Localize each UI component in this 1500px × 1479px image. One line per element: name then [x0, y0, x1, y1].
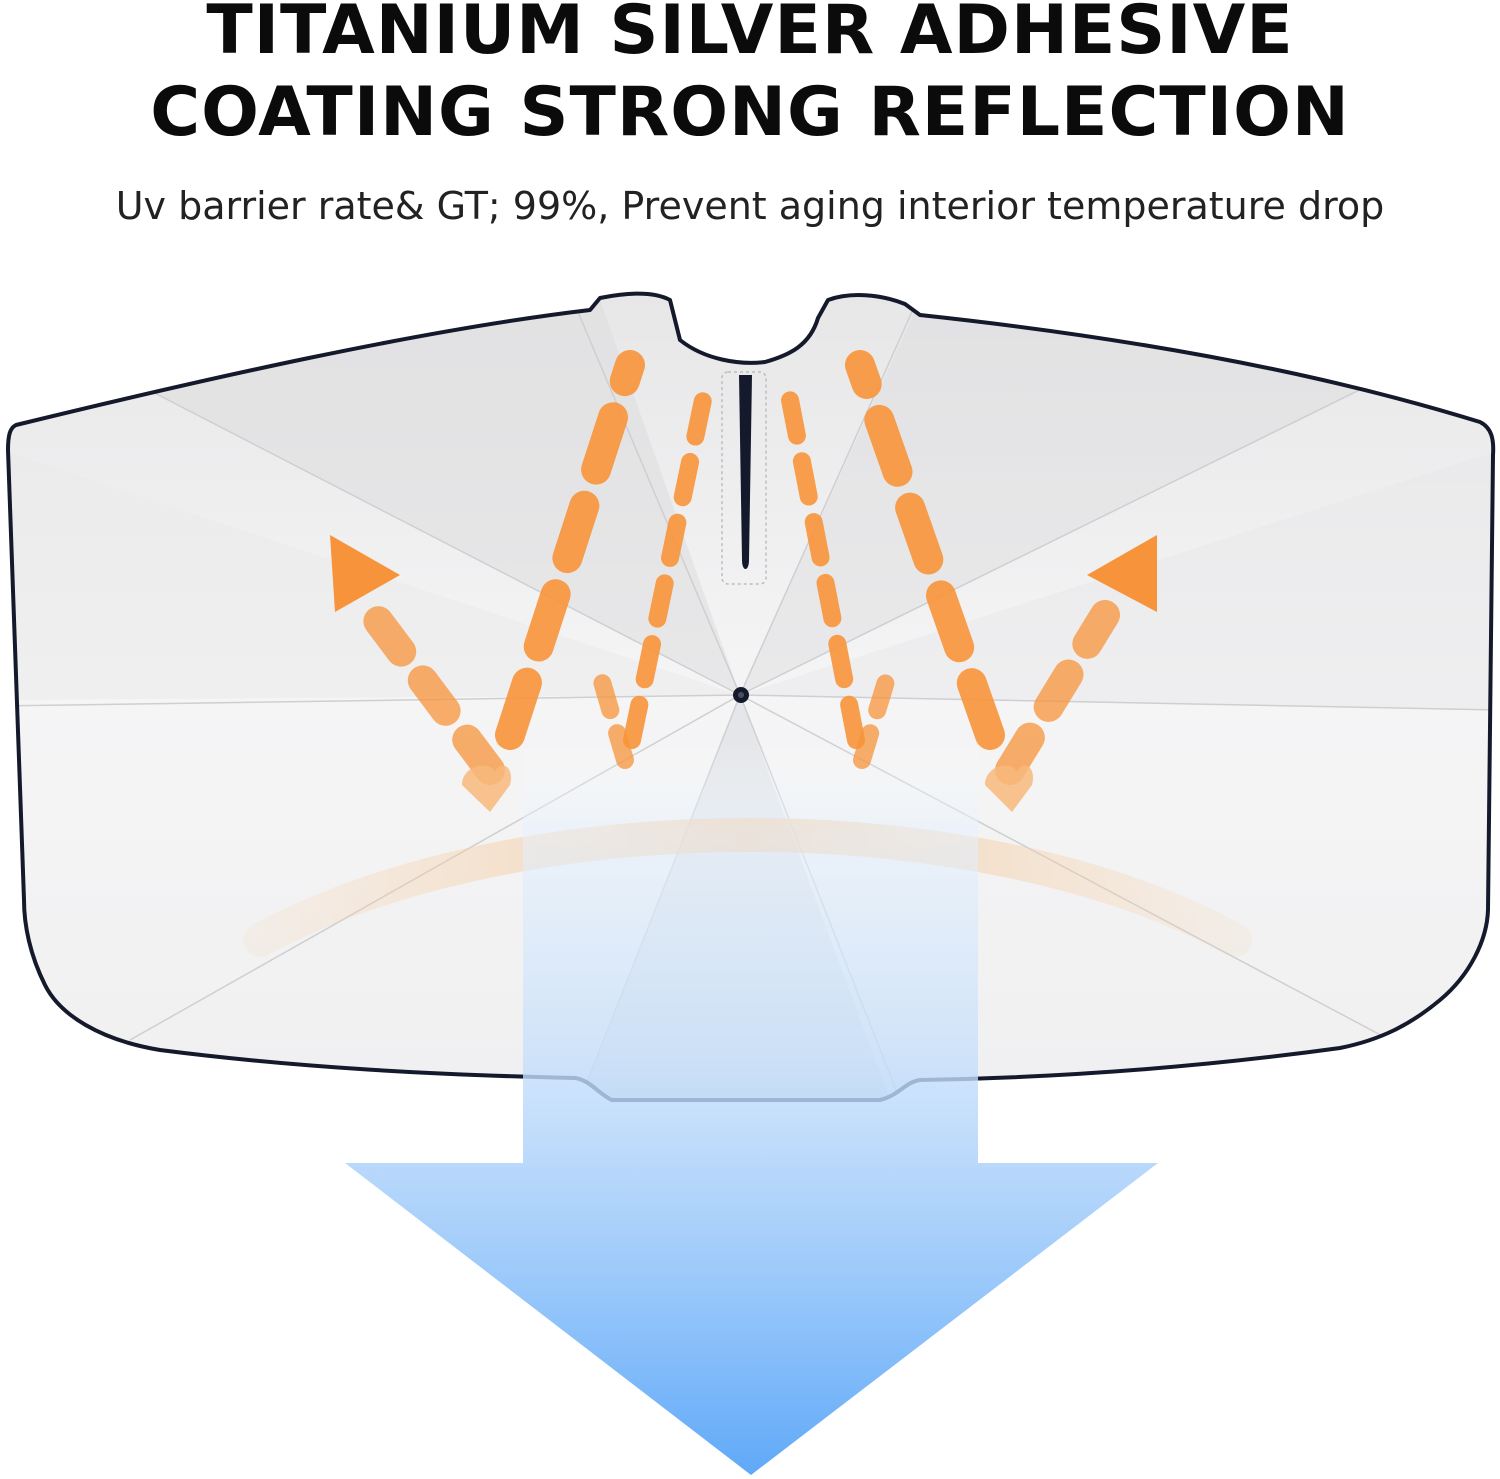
headline-line-2: COATING STRONG REFLECTION	[150, 73, 1350, 152]
reflection-base-left	[462, 765, 512, 812]
sunshade-outline	[6, 291, 1496, 1102]
mirror-slot-stitching	[721, 371, 767, 585]
reflection-arrow-outer-right	[995, 600, 1120, 785]
reflection-arrow-inner-right	[853, 666, 897, 769]
mirror-slot	[739, 375, 752, 569]
reflection-arrow-inner-left	[591, 666, 634, 769]
arrowhead-right	[1087, 535, 1157, 612]
reflection-arrows	[355, 350, 1120, 785]
cooling-arrow	[345, 740, 1158, 1475]
headline-line-1: TITANIUM SILVER ADHESIVE	[206, 0, 1294, 70]
subheadline: Uv barrier rate& GT; 99%, Prevent aging …	[115, 184, 1385, 228]
arrowhead-left	[330, 535, 400, 612]
reflection-base-right	[985, 765, 1034, 812]
reflection-arrow-outer-left	[355, 595, 505, 785]
